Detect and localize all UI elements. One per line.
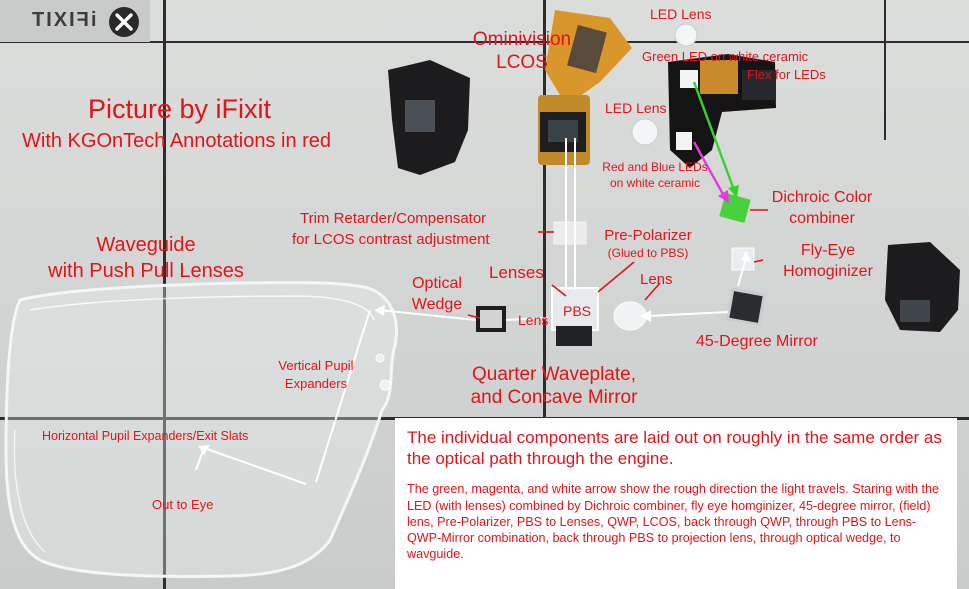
explanation-body: The green, magenta, and white arrow show… bbox=[407, 482, 940, 561]
explanation-box: The individual components are laid out o… bbox=[395, 418, 957, 589]
waveguide-part bbox=[4, 281, 398, 579]
led-lens-mid-label: LED Lens bbox=[605, 100, 667, 116]
trim-retarder-part bbox=[553, 221, 587, 245]
explanation-lead: The individual components are laid out o… bbox=[407, 428, 942, 468]
credit-title: Picture by iFixit bbox=[88, 94, 272, 124]
optical-wedge-part bbox=[476, 306, 506, 332]
led-lens-top bbox=[674, 23, 698, 47]
grid-line bbox=[163, 0, 166, 589]
lens-right-label: Lens bbox=[640, 271, 673, 288]
qwp-label: Quarter Waveplate,and Concave Mirror bbox=[470, 364, 638, 408]
pbs-part bbox=[551, 287, 599, 331]
lens-small-label: Lens bbox=[518, 312, 549, 328]
horizontal-pupil-label: Horizontal Pupil Expanders/Exit Slats bbox=[42, 429, 249, 443]
flex-label: Flex for LEDs bbox=[747, 67, 826, 82]
led-lens-top-label: LED Lens bbox=[650, 6, 712, 22]
credit-subtitle: With KGOnTech Annotations in red bbox=[22, 130, 332, 152]
pre-polarizer-label: Pre-Polarizer(Glued to PBS) bbox=[604, 227, 692, 260]
lenses-label: Lenses bbox=[489, 263, 544, 282]
grid-line bbox=[543, 0, 546, 589]
led-lens-mid bbox=[631, 118, 659, 146]
mirror-45-part bbox=[725, 287, 767, 327]
green-led-label: Green LED on white ceramic bbox=[642, 49, 809, 64]
ifixit-logo bbox=[0, 0, 150, 42]
grid-line bbox=[884, 0, 886, 140]
pbs-label: PBS bbox=[563, 303, 592, 319]
grid-line bbox=[0, 41, 969, 43]
mirror-45-label: 45-Degree Mirror bbox=[696, 333, 818, 350]
out-to-eye-label: Out to Eye bbox=[152, 497, 214, 512]
